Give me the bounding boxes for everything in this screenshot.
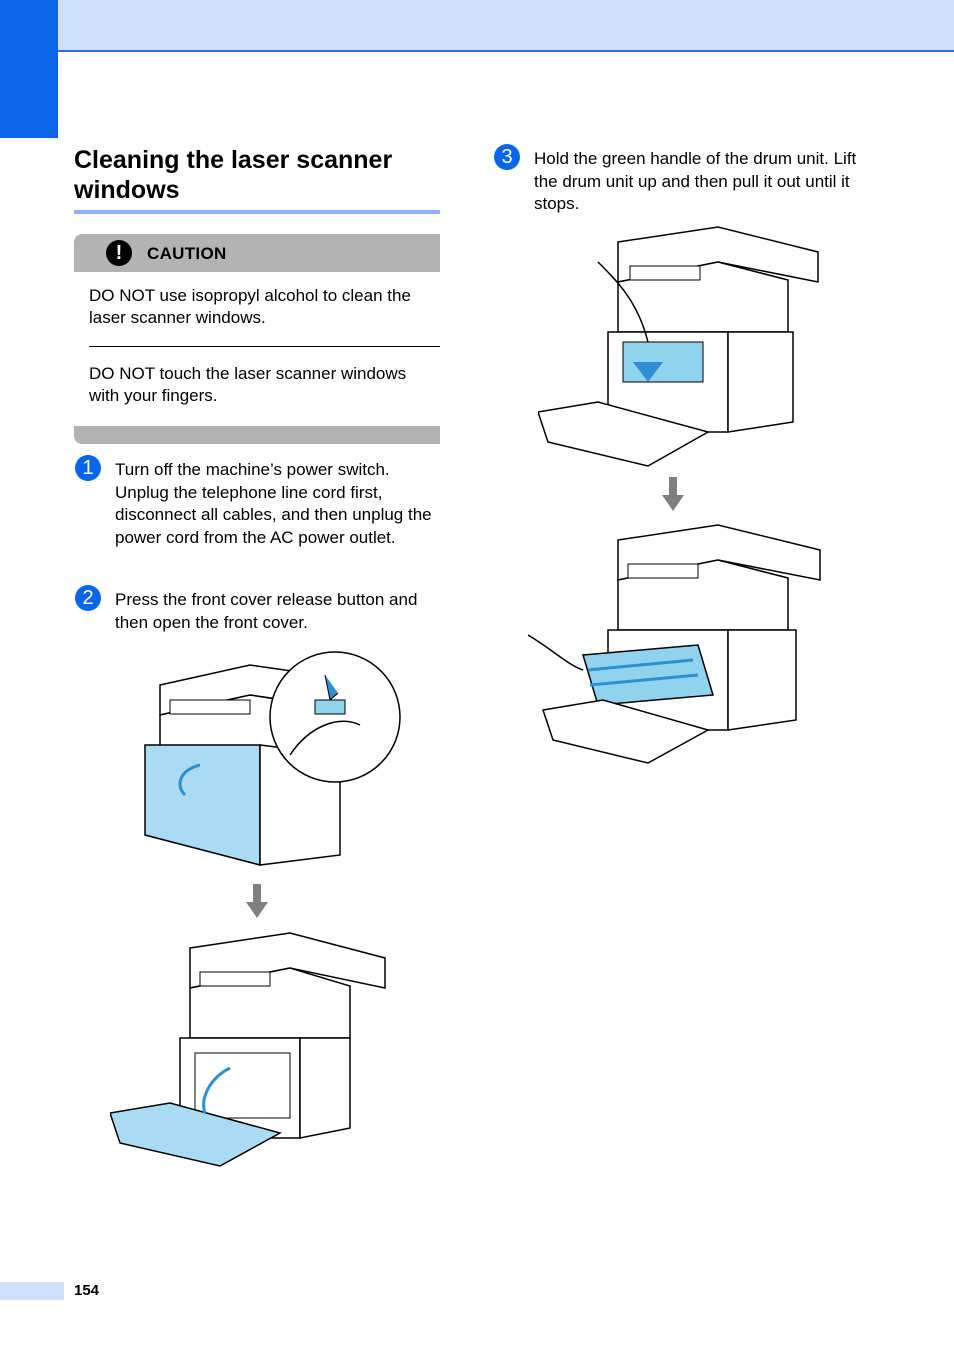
- title-underline: [74, 210, 440, 214]
- step-number-badge: 1: [75, 455, 101, 481]
- printer-front-cover-open-illustration: [110, 932, 386, 1167]
- printer-front-cover-release-illustration: [144, 651, 401, 866]
- printer-drum-pull-illustration: [528, 524, 821, 764]
- exclamation-icon: !: [106, 240, 132, 266]
- caution-header: ! CAUTION: [74, 234, 440, 272]
- step-text: Press the front cover release button and…: [115, 590, 418, 632]
- caution-label: CAUTION: [147, 244, 227, 263]
- step-text: Hold the green handle of the drum unit. …: [534, 149, 857, 213]
- caution-item: DO NOT touch the laser scanner windows w…: [89, 364, 407, 405]
- chapter-side-tab: [0, 0, 58, 138]
- caution-footer: [74, 426, 440, 444]
- caution-item: DO NOT use isopropyl alcohol to clean th…: [89, 286, 411, 327]
- step-text: Turn off the machine’s power switch. Unp…: [115, 460, 432, 547]
- printer-drum-lift-illustration: [538, 226, 819, 467]
- down-arrow-icon: [662, 477, 684, 511]
- footer-accent-bar: [0, 1282, 64, 1300]
- step-number-badge: 2: [75, 585, 101, 611]
- page-number: 154: [74, 1282, 100, 1299]
- section-title: Cleaning the laser scanner windows: [74, 146, 393, 204]
- caution-divider: [89, 346, 440, 347]
- page-header-band: [0, 0, 954, 52]
- down-arrow-icon: [246, 884, 268, 918]
- step-number-badge: 3: [494, 144, 520, 170]
